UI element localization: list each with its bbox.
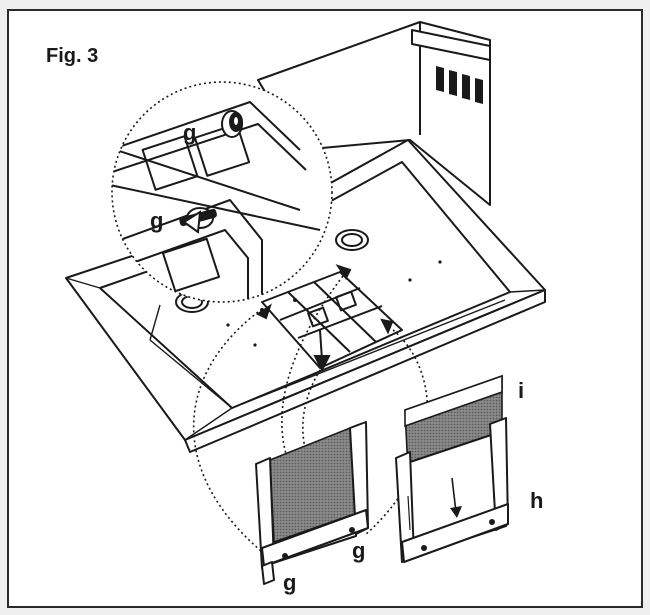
label-h-frame: h xyxy=(530,488,543,513)
hood-inner-lines xyxy=(65,277,546,441)
filter-cassette-left xyxy=(255,421,369,585)
screw-right-b xyxy=(489,519,495,525)
figure-title: Fig. 3 xyxy=(46,45,98,67)
zoom-circle: g g xyxy=(111,81,333,303)
direction-arrows xyxy=(256,264,394,373)
vent-slots xyxy=(436,66,483,104)
label-g-filter-right: g xyxy=(352,538,365,563)
screw-right-a xyxy=(421,545,427,551)
filter-cassette-right xyxy=(395,374,509,563)
light-right xyxy=(335,229,369,251)
label-g-filter-left: g xyxy=(283,570,296,595)
filter-grid-in-hood xyxy=(261,271,403,369)
label-g-zoom-top: g xyxy=(183,120,196,145)
screw-left-b xyxy=(349,527,355,533)
screw-left-a xyxy=(282,553,288,559)
label-g-zoom-bottom: g xyxy=(150,208,163,233)
lock-knob-bottom xyxy=(179,207,217,234)
label-i-filter: i xyxy=(518,378,524,403)
lock-knob-top xyxy=(221,110,243,138)
